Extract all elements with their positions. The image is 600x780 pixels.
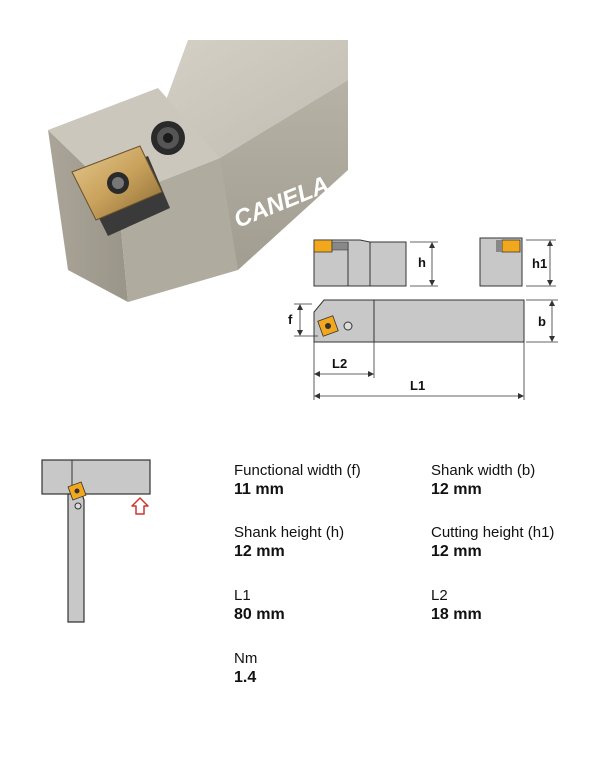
spec-shank-width: Shank width (b) 12 mm bbox=[431, 462, 535, 500]
spec-l1: L1 80 mm bbox=[234, 587, 285, 625]
dimension-drawing: h h1 b f bbox=[288, 237, 558, 400]
spec-cutting-height: Cutting height (h1) 12 mm bbox=[431, 524, 554, 562]
spec-functional-width: Functional width (f) 11 mm bbox=[234, 462, 361, 500]
spec-value: 12 mm bbox=[431, 543, 482, 560]
spec-label: L2 bbox=[431, 587, 448, 604]
spec-value: 12 mm bbox=[431, 481, 482, 498]
dim-label-l1: L1 bbox=[410, 378, 425, 393]
insert-graphic bbox=[313, 239, 333, 253]
side-view: h bbox=[313, 239, 438, 287]
insert-graphic bbox=[501, 239, 521, 253]
spec-label: L1 bbox=[234, 587, 251, 604]
spec-value: 18 mm bbox=[431, 606, 482, 623]
spec-value: 11 mm bbox=[234, 481, 284, 498]
spec-shank-height: Shank height (h) 12 mm bbox=[234, 524, 344, 562]
spec-value: 1.4 bbox=[234, 669, 257, 686]
spec-label: Cutting height (h1) bbox=[431, 524, 555, 541]
arrow-up-icon bbox=[131, 497, 149, 515]
end-view: h1 bbox=[479, 237, 556, 287]
product-photo: CANELA bbox=[48, 40, 348, 302]
spec-label: Nm bbox=[234, 650, 258, 667]
spec-label: Shank width (b) bbox=[431, 462, 536, 479]
spec-l2: L2 18 mm bbox=[431, 587, 482, 625]
dim-label-h1: h1 bbox=[532, 256, 547, 271]
orientation-drawing bbox=[41, 459, 151, 623]
dim-label-h: h bbox=[418, 255, 426, 270]
spec-value: 12 mm bbox=[234, 543, 285, 560]
spec-nm: Nm 1.4 bbox=[234, 650, 257, 688]
spec-label: Shank height (h) bbox=[234, 524, 345, 541]
dim-label-l2: L2 bbox=[332, 356, 347, 371]
dim-label-f: f bbox=[288, 312, 293, 327]
spec-value: 80 mm bbox=[234, 606, 285, 623]
dim-label-b: b bbox=[538, 314, 546, 329]
spec-label: Functional width (f) bbox=[234, 462, 361, 479]
top-view: b f L2 L1 bbox=[288, 299, 558, 400]
